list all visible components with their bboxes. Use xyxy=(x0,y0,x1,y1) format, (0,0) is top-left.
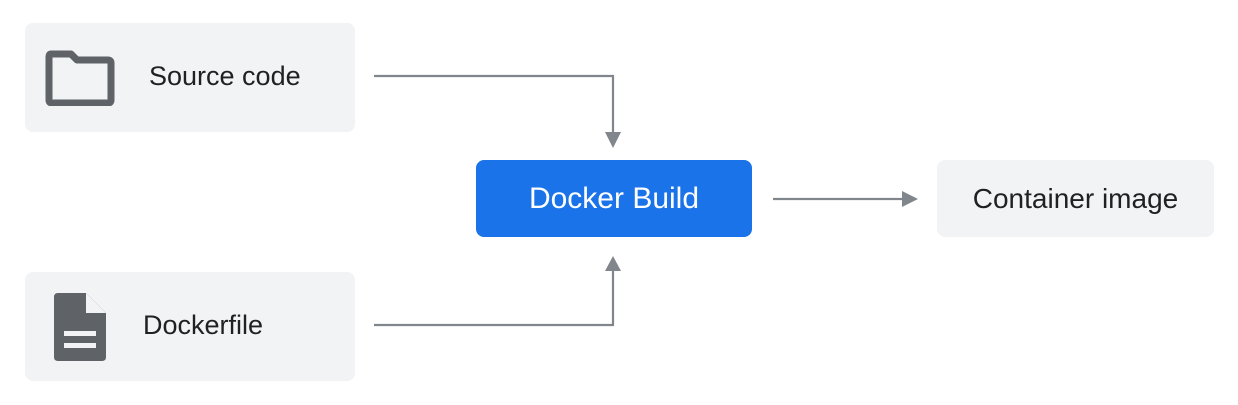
document-icon xyxy=(45,292,115,362)
dockerfile-node: Dockerfile xyxy=(25,272,355,381)
connector-dockerfile-to-build xyxy=(374,256,621,327)
container-image-node: Container image xyxy=(937,160,1214,237)
folder-icon xyxy=(45,43,115,113)
docker-build-label: Docker Build xyxy=(528,181,700,215)
connector-source-to-build xyxy=(374,74,621,148)
docker-build-node: Docker Build xyxy=(476,160,752,237)
connector-build-to-image xyxy=(773,191,918,207)
source-code-label: Source code xyxy=(149,61,301,91)
dockerfile-label: Dockerfile xyxy=(143,310,264,340)
container-image-label: Container image xyxy=(972,182,1179,214)
source-code-node: Source code xyxy=(25,23,355,132)
